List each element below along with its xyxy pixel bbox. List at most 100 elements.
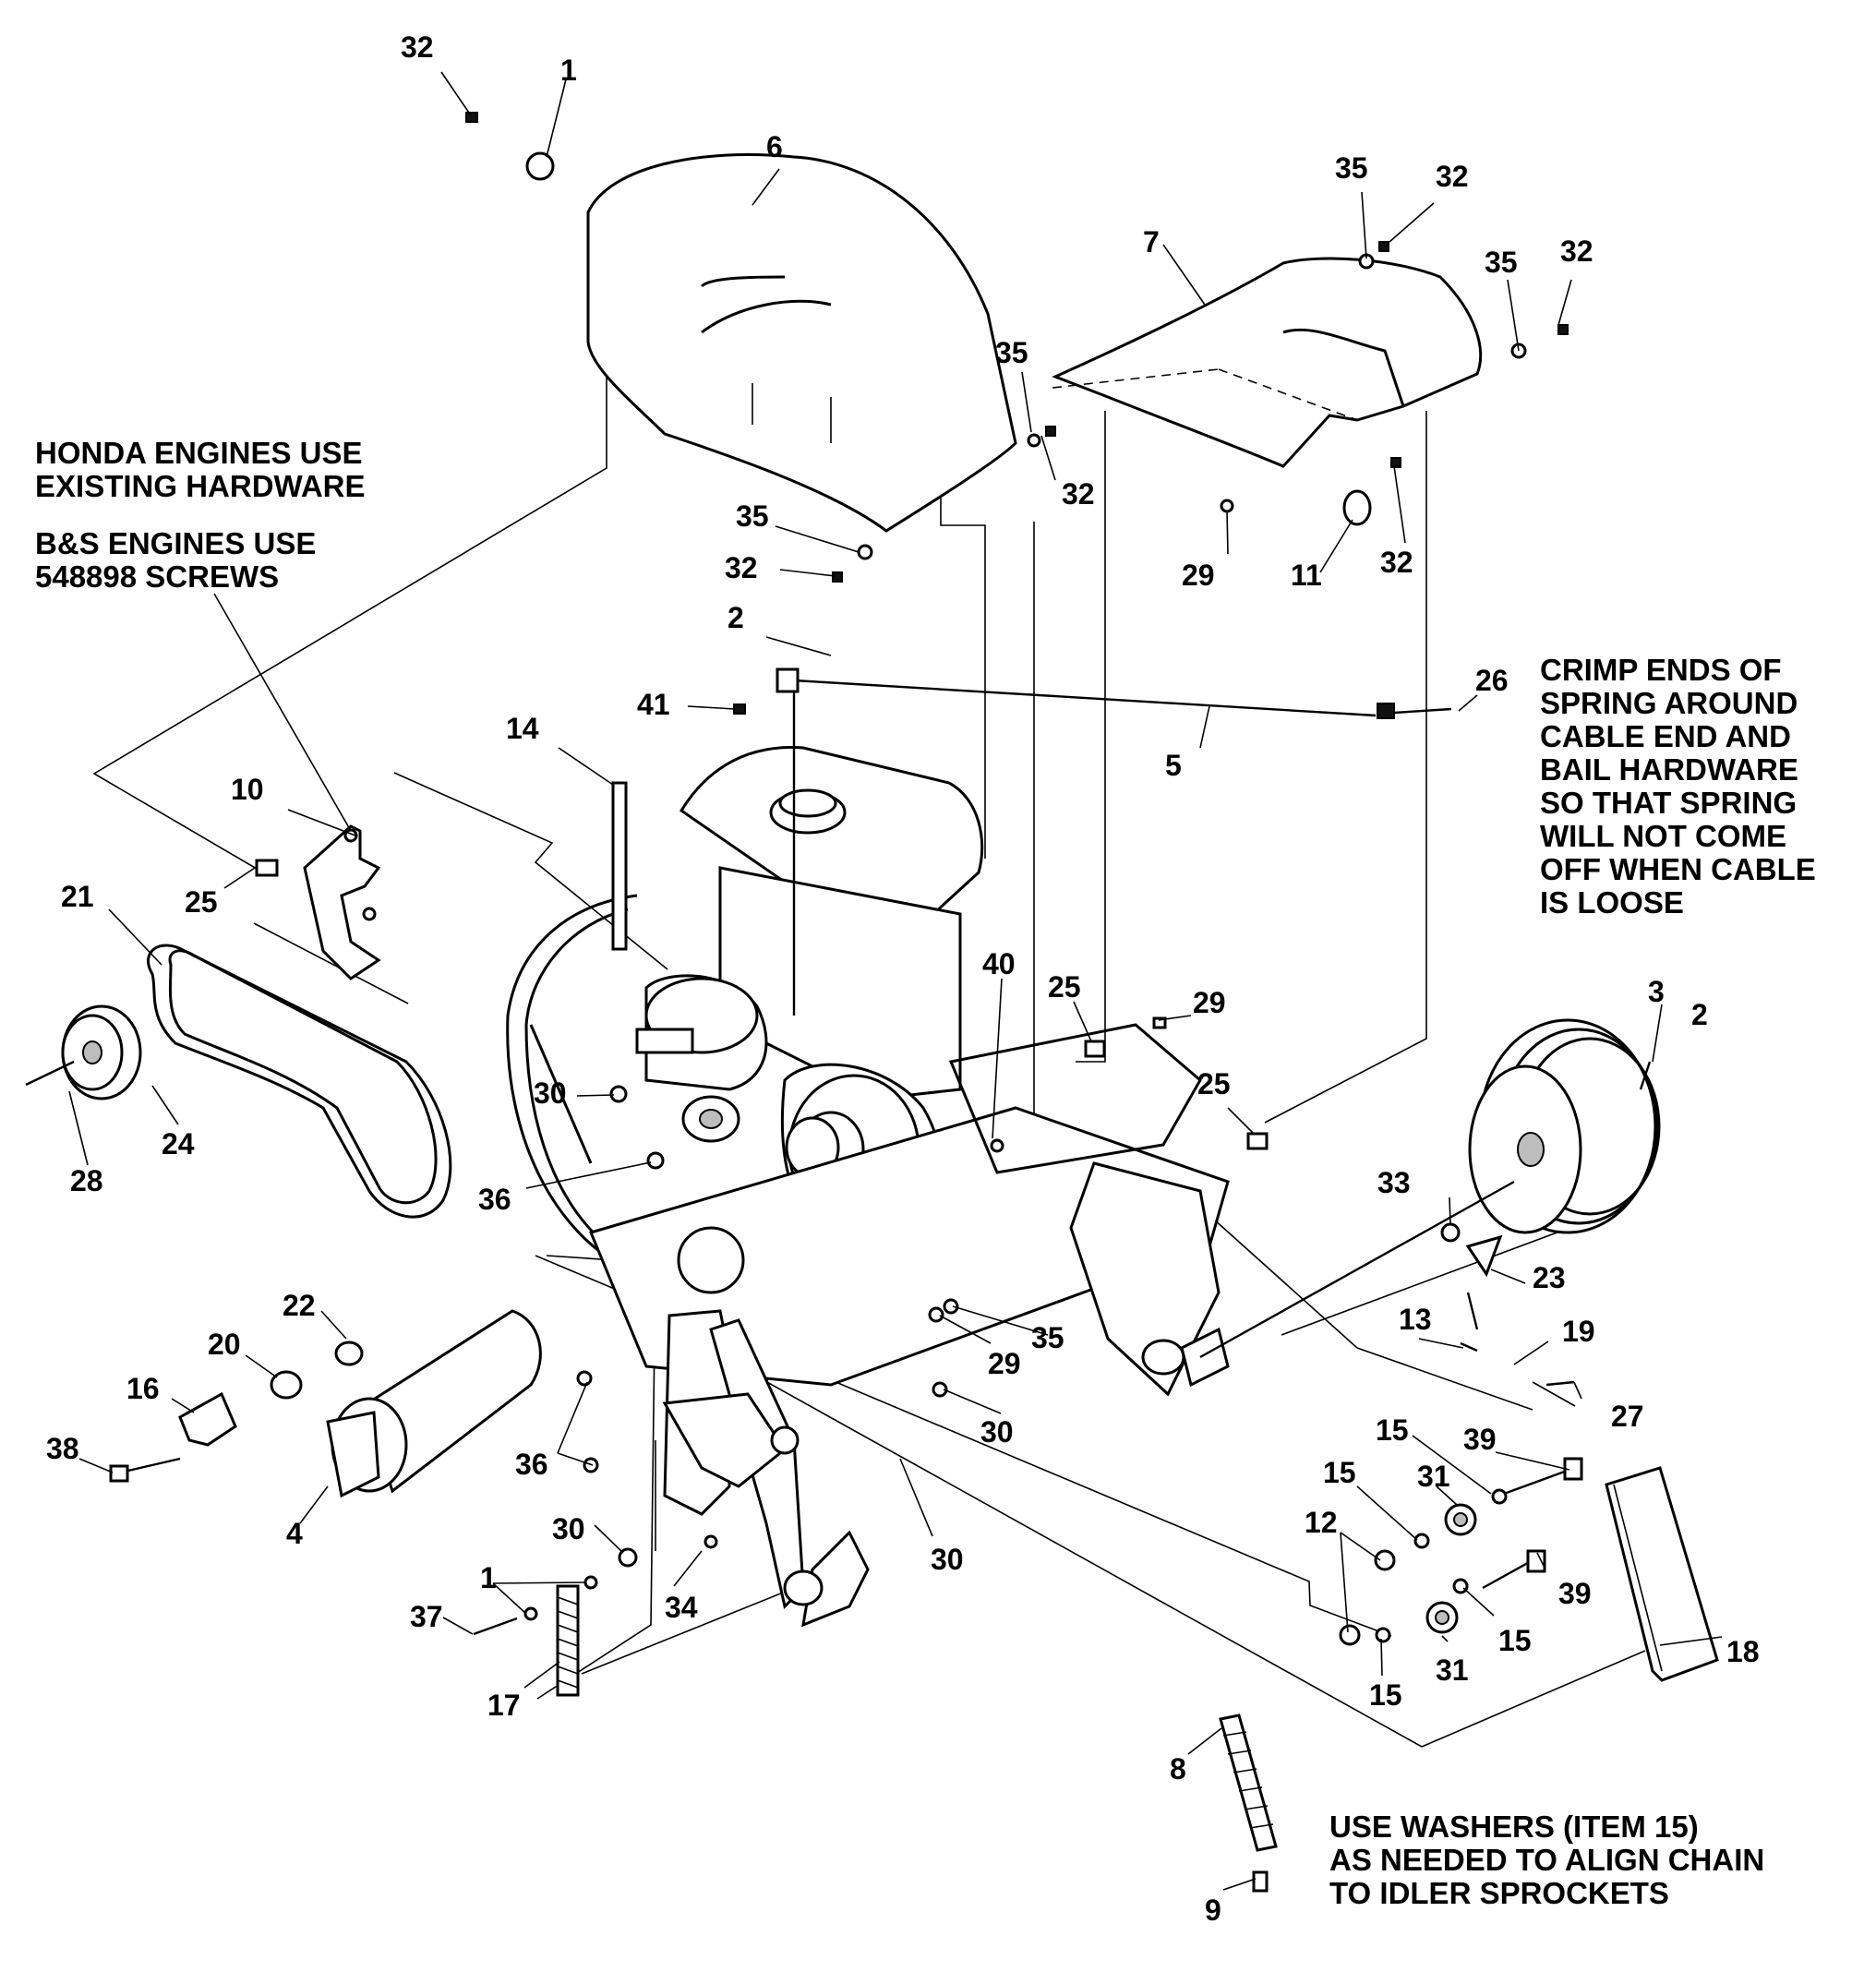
callout: 15 [1498, 1624, 1532, 1657]
callout: 31 [1436, 1653, 1469, 1687]
callout: 30 [534, 1076, 567, 1110]
pulley-part-24 [25, 1004, 142, 1100]
callout: 39 [1558, 1577, 1592, 1610]
callout: 5 [1165, 749, 1182, 782]
callout: 1 [560, 54, 577, 87]
callout: 40 [982, 947, 1016, 980]
callout: 25 [1197, 1067, 1231, 1100]
belt-guard-part-6 [586, 153, 1017, 533]
axle-shaft [1180, 1180, 1515, 1388]
callout: 22 [283, 1289, 316, 1322]
callout: 6 [766, 130, 783, 163]
small-hardware [255, 112, 1652, 1636]
callout: 10 [231, 773, 264, 806]
callout: 32 [1560, 234, 1593, 268]
note-bs-line2: 548898 SCREWS [35, 559, 279, 594]
callout: 2 [728, 601, 744, 634]
callout: 35 [736, 499, 769, 533]
callout: 33 [1377, 1166, 1411, 1199]
callout: 14 [506, 712, 539, 745]
callout: 41 [637, 688, 670, 721]
note-crimp-line: WILL NOT COME [1540, 819, 1786, 853]
callout: 34 [665, 1591, 698, 1624]
note-crimp-line: CRIMP ENDS OF [1540, 653, 1782, 687]
callout: 21 [61, 880, 94, 913]
callout: 24 [162, 1127, 195, 1160]
callout: 4 [286, 1517, 303, 1550]
callout-numbers: 32 1 6 7 35 32 35 32 35 32 35 32 29 11 3… [46, 30, 1760, 1927]
note-crimp-line: SPRING AROUND [1540, 686, 1798, 720]
note-crimp-line: IS LOOSE [1540, 885, 1684, 920]
callout: 37 [410, 1600, 443, 1633]
callout: 32 [401, 30, 434, 64]
engine-assembly [635, 746, 984, 1230]
roller-part-4 [326, 1309, 542, 1498]
callout: 25 [185, 885, 218, 919]
callout: 28 [70, 1164, 103, 1197]
note-honda-line1: HONDA ENGINES USE [35, 436, 363, 470]
note-crimp-line: CABLE END AND [1540, 719, 1791, 753]
callout: 25 [1048, 970, 1081, 1004]
guard-part-18 [1605, 1466, 1719, 1682]
callout: 29 [1182, 559, 1215, 592]
callout: 26 [1475, 664, 1509, 697]
callout-leaders [68, 71, 1723, 1891]
master-link-part-9 [1252, 1870, 1269, 1893]
idler-hardware [109, 1341, 364, 1483]
frame [506, 894, 1230, 1397]
callout: 8 [1170, 1752, 1186, 1786]
chain-part-8 [1219, 1713, 1278, 1852]
wheel-part-3 [1468, 1018, 1661, 1234]
note-honda-line2: EXISTING HARDWARE [35, 469, 366, 503]
callout: 32 [725, 551, 758, 584]
callout: 29 [988, 1347, 1021, 1380]
callout: 32 [1436, 160, 1469, 193]
spring-part-17 [556, 1584, 580, 1697]
callout: 23 [1533, 1261, 1566, 1294]
callout: 30 [552, 1512, 585, 1545]
cable-part-5 [776, 667, 1452, 1016]
note-crimp-line: OFF WHEN CABLE [1540, 852, 1816, 886]
callout: 31 [1417, 1460, 1450, 1493]
callout: 30 [931, 1543, 964, 1576]
callout: 13 [1399, 1303, 1432, 1336]
callout: 39 [1463, 1423, 1497, 1456]
callout: 20 [208, 1328, 241, 1361]
callout: 32 [1380, 546, 1413, 579]
note-washers-line: USE WASHERS (ITEM 15) [1329, 1810, 1699, 1844]
callout: 12 [1305, 1506, 1338, 1539]
callout: 1 [480, 1561, 497, 1594]
callout: 9 [1205, 1894, 1221, 1927]
callout: 2 [1691, 998, 1708, 1031]
callout: 36 [515, 1448, 548, 1481]
callout: 30 [980, 1415, 1014, 1449]
callout: 29 [1193, 986, 1226, 1019]
callout: 7 [1143, 225, 1160, 259]
callout: 3 [1648, 975, 1665, 1008]
note-crimp-line: SO THAT SPRING [1540, 786, 1797, 820]
note-bs-line1: B&S ENGINES USE [35, 526, 316, 560]
callout: 35 [1335, 151, 1368, 185]
lever-linkage [662, 1309, 870, 1628]
callout: 18 [1726, 1635, 1760, 1668]
bracket-part-10 [303, 824, 381, 980]
callout: 19 [1562, 1315, 1595, 1348]
callout: 35 [1485, 246, 1518, 279]
sprocket-assembly [1339, 1457, 1583, 1646]
callout: 36 [478, 1183, 511, 1216]
callout: 15 [1323, 1456, 1356, 1489]
callout: 35 [995, 336, 1028, 369]
callout: 38 [46, 1432, 79, 1465]
callout: 15 [1376, 1413, 1409, 1447]
callout: 11 [1291, 559, 1322, 592]
callout: 15 [1369, 1678, 1402, 1712]
note-washers-line: AS NEEDED TO ALIGN CHAIN [1329, 1843, 1764, 1877]
belt-part-21 [146, 944, 452, 1219]
note-crimp-line: BAIL HARDWARE [1540, 752, 1798, 787]
callout: 27 [1611, 1400, 1644, 1433]
chain-guard-part-7 [1052, 257, 1483, 468]
callout: 35 [1031, 1321, 1064, 1354]
callout: 17 [487, 1689, 521, 1722]
